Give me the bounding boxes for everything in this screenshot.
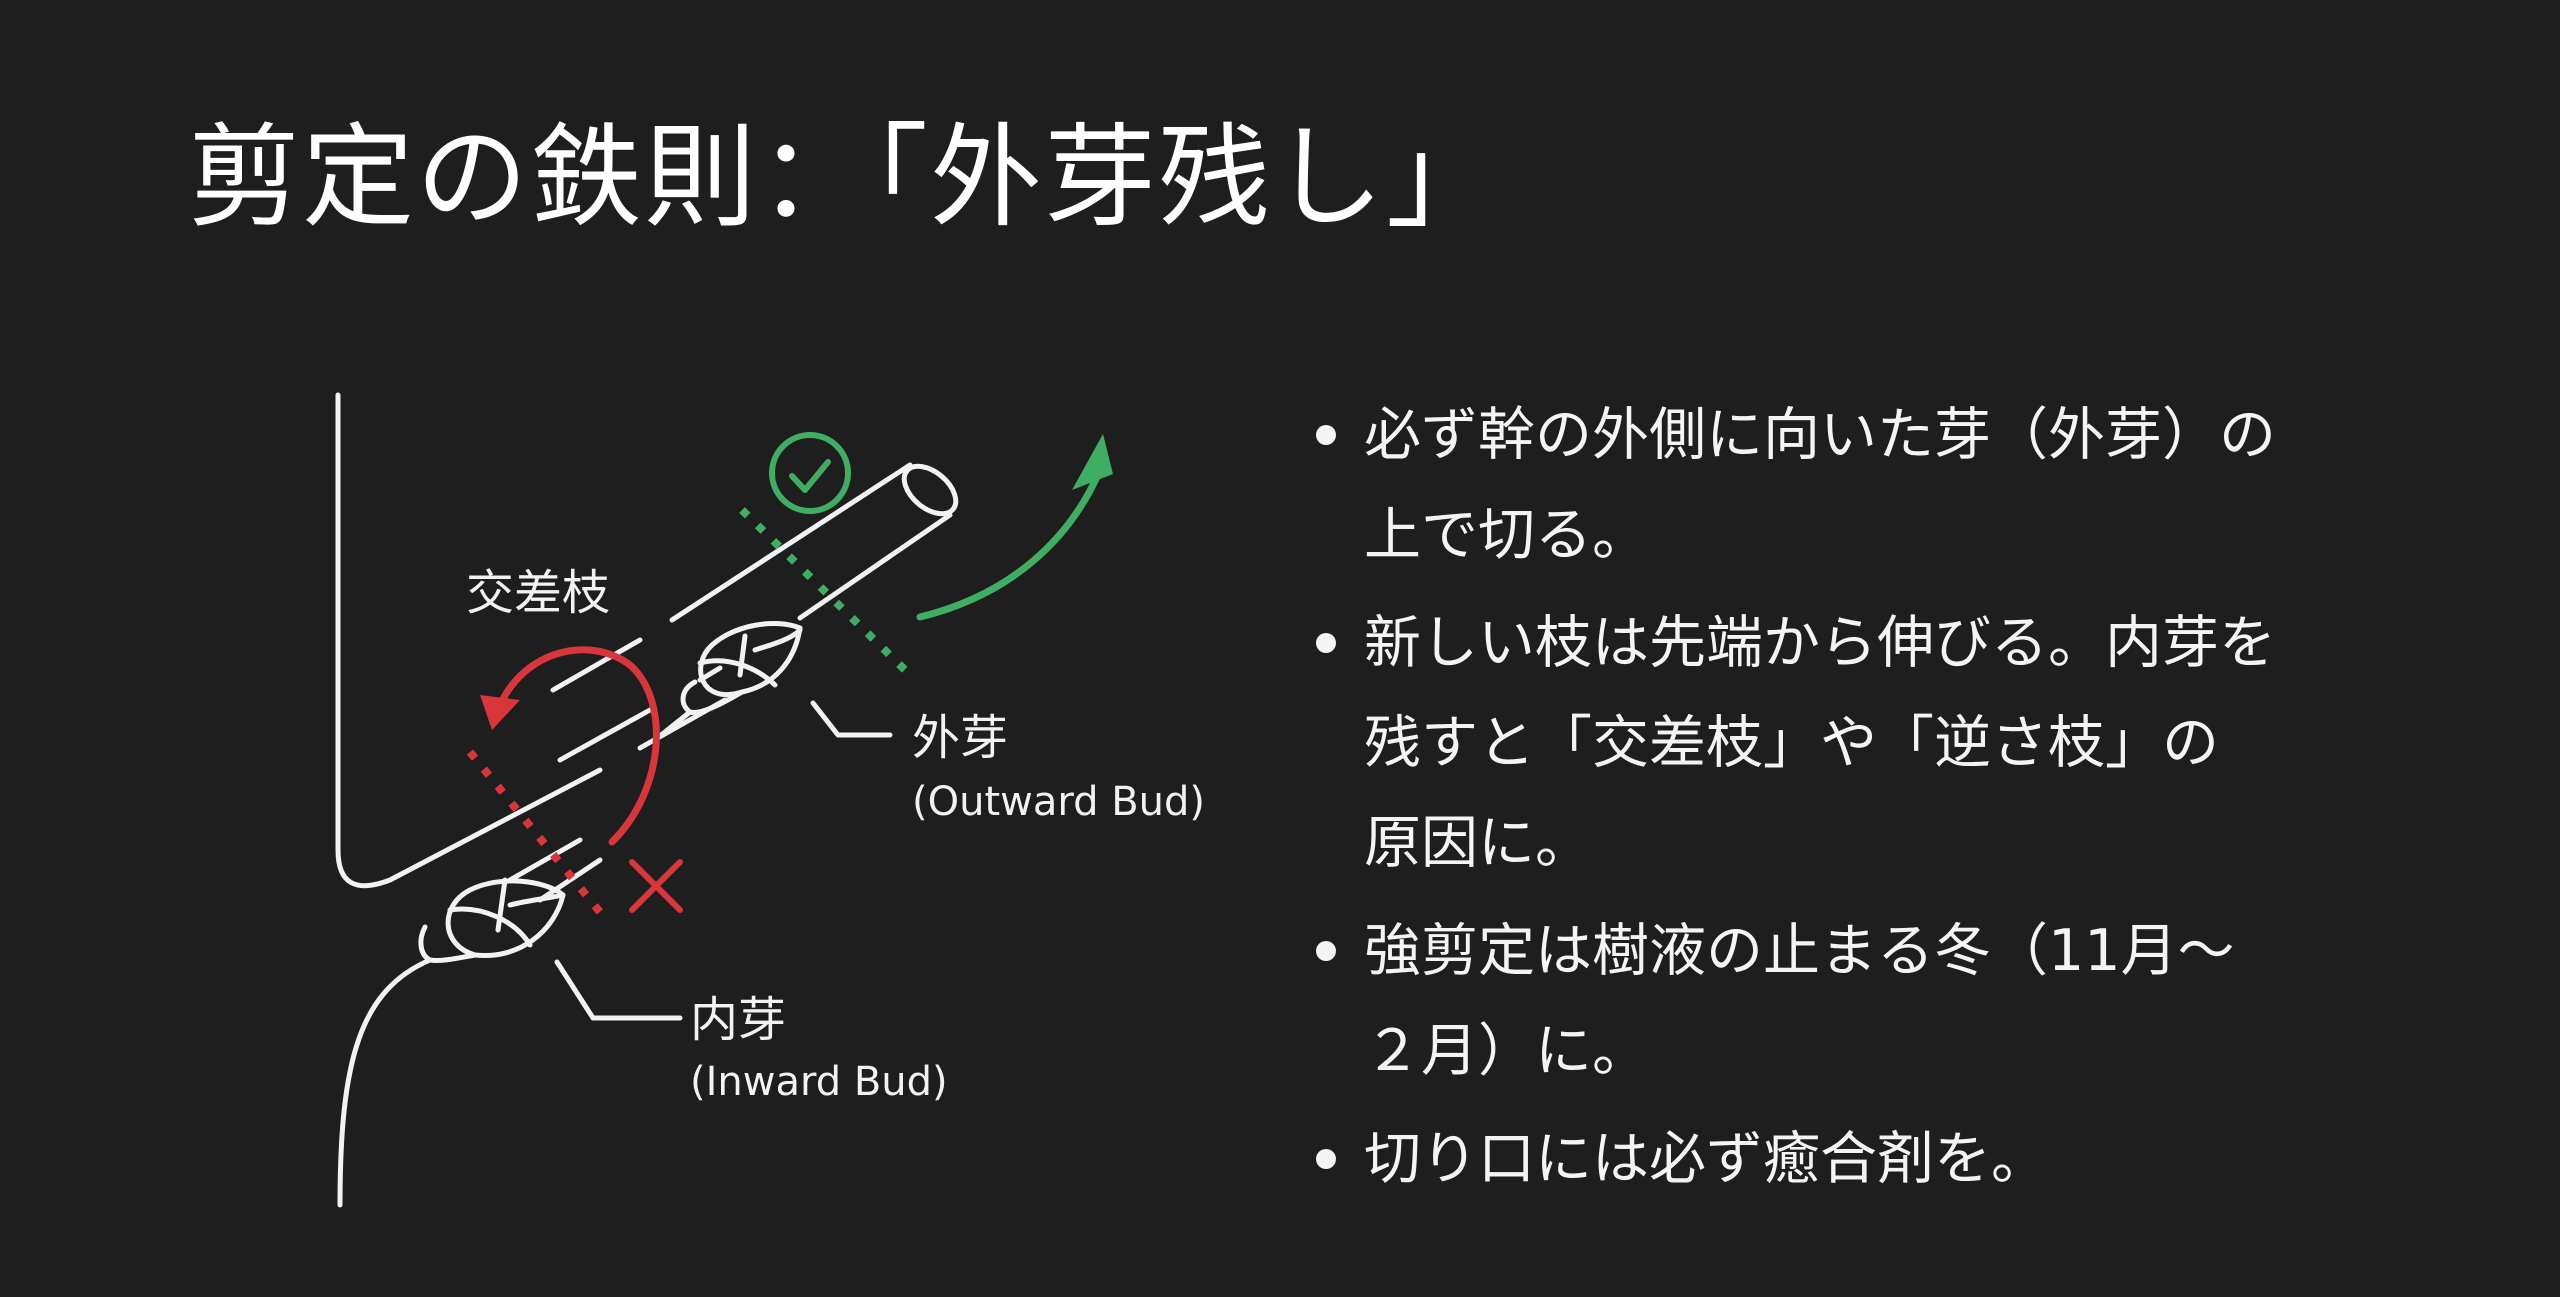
rule-text-line: ２月）に。 (1364, 1018, 1649, 1084)
inward-bud-icon (337, 877, 566, 1208)
pruning-diagram-svg (335, 392, 1113, 1208)
outward-bud-icon (652, 620, 803, 743)
rule-item: 新しい枝は先端から伸びる。内芽を 残すと「交差枝」や「逆さ枝」の 原因に。 (1310, 593, 2390, 893)
rule-text-line: 原因に。 (1364, 810, 1592, 876)
x-mark-icon (629, 859, 683, 913)
crossing-branch-label: 交差枝 (466, 565, 611, 621)
bullet-dot-icon (1316, 941, 1336, 961)
outward-bud-leader (810, 700, 893, 738)
rule-text-line: 強剪定は樹液の止まる冬（11月～ (1364, 918, 2235, 984)
bullet-dot-icon (1316, 1149, 1336, 1169)
bullet-dot-icon (1316, 425, 1336, 445)
pruning-diagram: 交差枝 外芽 (Outward Bud) 内芽 (Inward Bud) (335, 392, 1205, 1208)
slide-title: 剪定の鉄則：「外芽残し」 (188, 113, 1500, 243)
wrong-cut-line (466, 749, 612, 925)
rules-list: 必ず幹の外側に向いた芽（外芽）の 上で切る。 新しい枝は先端から伸びる。内芽を … (1310, 385, 2390, 1217)
rule-item: 強剪定は樹液の止まる冬（11月～ ２月）に。 (1310, 901, 2390, 1101)
rule-item: 切り口には必ず癒合剤を。 (1310, 1109, 2390, 1209)
outward-bud-label-en: (Outward Bud) (912, 779, 1205, 825)
rule-text-line: 新しい枝は先端から伸びる。内芽を (1364, 610, 2276, 676)
inward-bud-label-en: (Inward Bud) (690, 1059, 948, 1105)
trunk-left-line (335, 392, 603, 889)
curved-arrow-up-right-icon (916, 434, 1113, 621)
inward-bud-label-jp: 内芽 (690, 992, 787, 1048)
rule-text-line: 切り口には必ず癒合剤を。 (1364, 1126, 2048, 1192)
curved-arrow-back-icon (480, 646, 660, 846)
branch-cut-end-icon (901, 463, 959, 517)
correct-cut-line (739, 507, 908, 673)
rule-text-line: 必ず幹の外側に向いた芽（外芽）の (1364, 402, 2276, 468)
rule-item: 必ず幹の外側に向いた芽（外芽）の 上で切る。 (1310, 385, 2390, 585)
branch-lower-segment (507, 837, 603, 903)
rule-text-line: 上で切る。 (1364, 502, 1649, 568)
branch-tube-upper (550, 462, 913, 693)
inward-bud-leader (554, 959, 683, 1021)
bullet-dot-icon (1316, 633, 1336, 653)
check-circle-icon (769, 432, 851, 514)
outward-bud-label-jp: 外芽 (912, 710, 1009, 766)
rule-text-line: 残すと「交差枝」や「逆さ枝」の (1364, 710, 2219, 776)
branch-tube-lower (557, 512, 953, 763)
